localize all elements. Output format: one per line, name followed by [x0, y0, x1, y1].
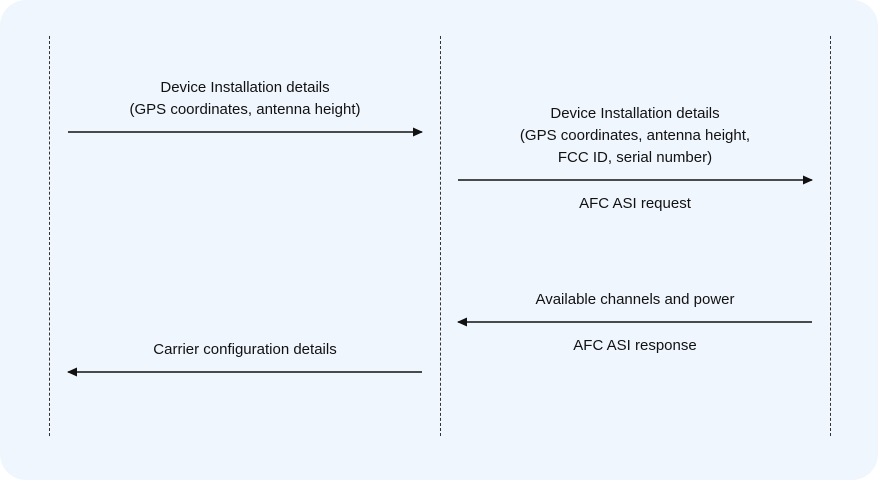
label-afc-request: AFC ASI request [579, 195, 691, 212]
label-install-left-line2: (GPS coordinates, antenna height) [129, 101, 361, 118]
lifeline-middle [440, 36, 441, 436]
label-install-right-line2: (GPS coordinates, antenna height, [519, 127, 751, 144]
lifeline-left [49, 36, 50, 436]
label-install-left-line1: Device Installation details [160, 79, 330, 96]
label-install-right-line1: Device Installation details [550, 105, 720, 122]
label-afc-response: AFC ASI response [573, 337, 697, 354]
label-carrier-config: Carrier configuration details [153, 341, 337, 358]
label-available-channels: Available channels and power [535, 291, 735, 308]
label-install-left: Device Installation details (GPS coordin… [68, 77, 422, 121]
label-install-right: Device Installation details (GPS coordin… [458, 103, 812, 169]
label-install-right-line3: FCC ID, serial number) [557, 149, 713, 166]
lifeline-right [830, 36, 831, 436]
